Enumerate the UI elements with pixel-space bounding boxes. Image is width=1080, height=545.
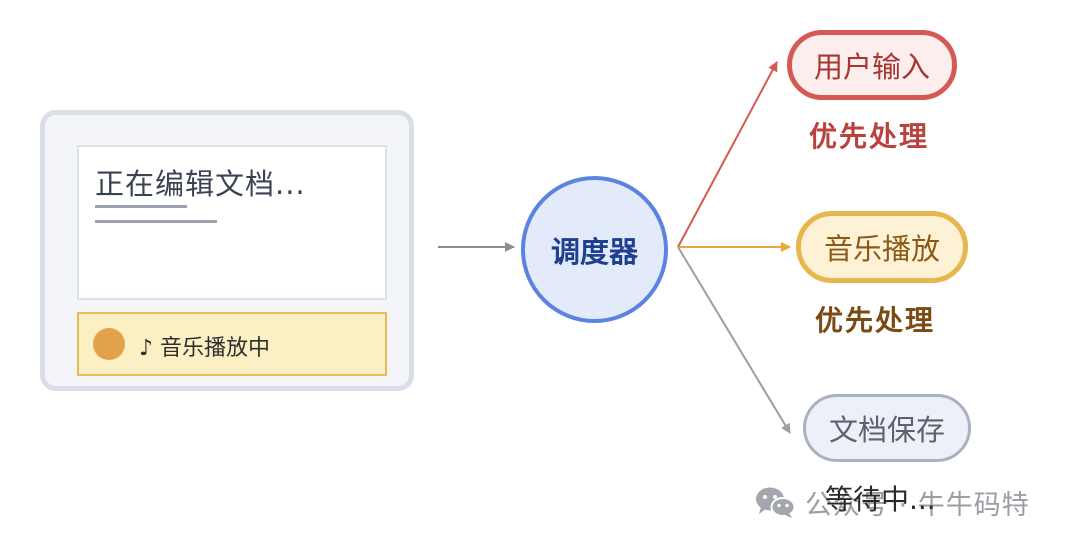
music-status-bar: ♪ 音乐播放中 [77,312,387,376]
scheduler-node: 调度器 [521,176,668,323]
music-play-priority: 优先处理 [815,304,936,337]
editor-text: 正在编辑文档... [95,167,306,201]
doc-save-node: 文档保存 [803,394,971,462]
arrow-to-doc-save [677,246,791,434]
music-indicator-dot [93,328,125,360]
music-play-node: 音乐播放 [796,211,968,283]
device-window: 正在编辑文档... ♪ 音乐播放中 [40,110,414,391]
text-line-long [95,220,217,223]
arrow-to-user-input [677,61,778,248]
user-input-priority: 优先处理 [809,120,930,153]
user-input-node: 用户输入 [787,30,957,100]
doc-save-status: 等待中... [825,483,936,516]
wechat-icon [756,487,796,518]
editor-panel: 正在编辑文档... [77,145,387,300]
music-status-text: ♪ 音乐播放中 [139,336,271,361]
text-line-short [95,205,187,208]
watermark-text: 公众号 · 牛牛码特 [805,489,1030,521]
watermark: 公众号 · 牛牛码特 [753,482,1030,522]
